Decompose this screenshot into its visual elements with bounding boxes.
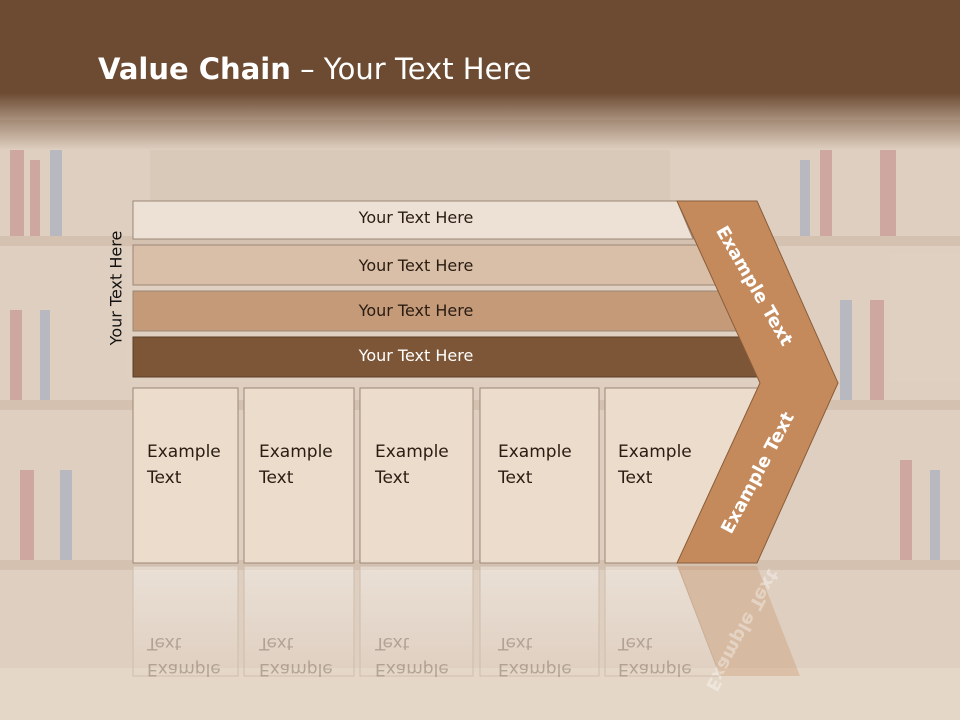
box-4 [479,387,600,564]
chevron-reflection [677,566,800,676]
slide-title: Value Chain – Your Text Here [98,52,532,86]
bar-4-label: Your Text Here [358,346,474,365]
side-label: Your Text Here [106,230,126,346]
chevron-arrow [676,200,839,564]
box-1 [132,387,239,564]
box-reflections [132,565,721,677]
bar-2-label: Your Text Here [358,256,474,275]
bar-3-label: Your Text Here [358,301,474,320]
box-3 [359,387,474,564]
bar-1-label: Your Text Here [358,208,474,227]
header-band [0,0,960,150]
bar-1 [132,200,694,240]
box-2 [243,387,355,564]
